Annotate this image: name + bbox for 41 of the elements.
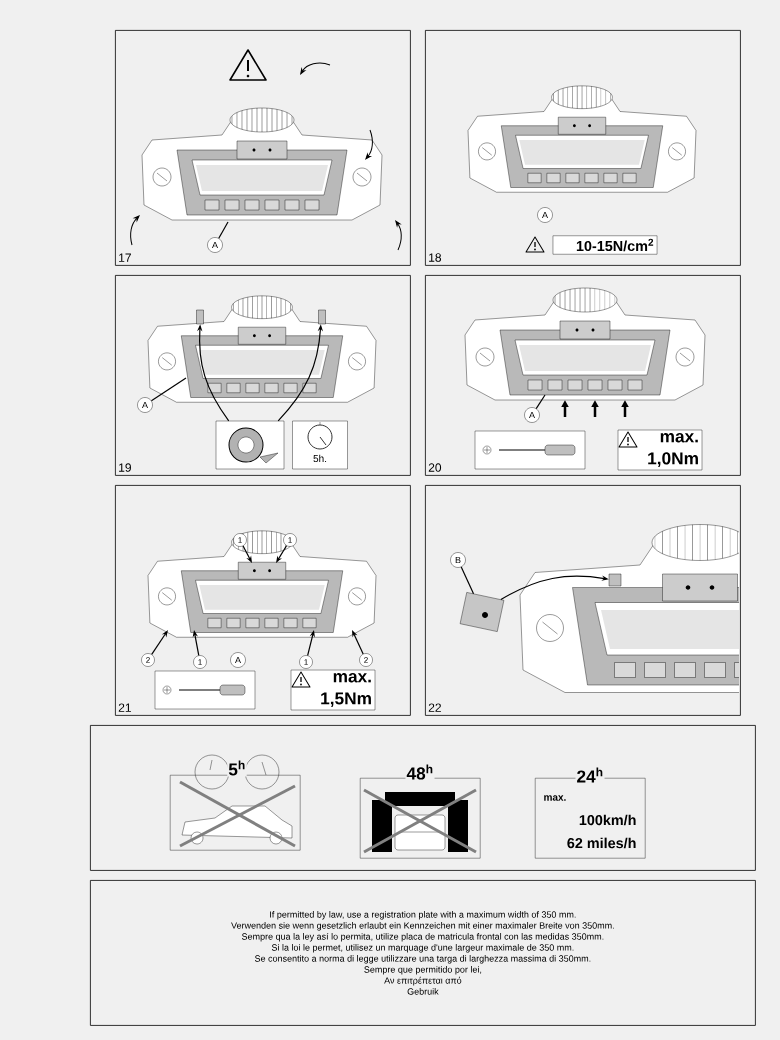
step-number: 20: [428, 463, 442, 472]
callout-letter: A: [207, 237, 223, 253]
timer-box: 5h.: [292, 420, 348, 470]
callout-letter: A: [537, 207, 553, 223]
arrow: [242, 545, 252, 563]
torque-box: 10-15N/cm$^{2}$: [552, 235, 658, 255]
callout-number: 1: [283, 533, 297, 547]
callout-number: 2: [359, 653, 373, 667]
leader-line: [150, 377, 187, 402]
leader-line: [535, 394, 546, 410]
step-number: 19: [119, 463, 131, 472]
duration-text: 48$^{h}$: [405, 763, 435, 781]
callout-letter: A: [230, 652, 246, 668]
notice-text-panel: If permitted by law, use a registration plate with a maximum width of 350 mm. Verwenden sie wenn gesetzlich erlaubt ein Kennzeichen mit einer maximaler Breite von 350mm. Sempre qua la ley así lo permita, utilize placa de matricula frontal con las medidas 350mm. Si la loi le permet, utilisez un marquage d'une largeur maximale de 350 mm. Se consentito a norma di legge utilizzare una targa di larghezza massima di 350mm. Sempre que permitido por lei, Αν επιτρέπεται από Gebruik: [90, 880, 756, 1026]
arrow: [276, 545, 288, 563]
leader-line: [460, 566, 475, 595]
callout-number: 1: [233, 533, 247, 547]
arrow: [151, 630, 168, 656]
torque-box: max. 1,0Nm: [617, 429, 703, 471]
duration-text: 5$^{h}$: [227, 759, 247, 777]
callout-number: 1: [299, 655, 313, 669]
limit-text: max.: [544, 795, 566, 801]
callout-letter: A: [524, 407, 540, 423]
callout-letter: A: [137, 397, 153, 413]
step-number: 21: [118, 703, 131, 712]
step-number: 17: [119, 253, 131, 262]
speed-text: 100km/h: [579, 814, 636, 826]
callout-letter: B: [450, 552, 466, 568]
step-number: 22: [428, 703, 441, 712]
mounting-clip: [318, 309, 326, 325]
speed-text: 62 miles/h: [567, 837, 636, 849]
mounting-clip: [608, 573, 622, 587]
adhesive-pad-drawing: [459, 592, 505, 632]
step-number: 18: [429, 253, 441, 262]
leader-line: [218, 221, 229, 239]
callout-number: 1: [193, 655, 207, 669]
callout-number: 2: [141, 653, 155, 667]
mounting-clip: [196, 309, 204, 325]
torque-box: max. 1,5Nm: [290, 669, 376, 711]
notice-panel: [90, 725, 756, 871]
arrow: [352, 630, 364, 655]
